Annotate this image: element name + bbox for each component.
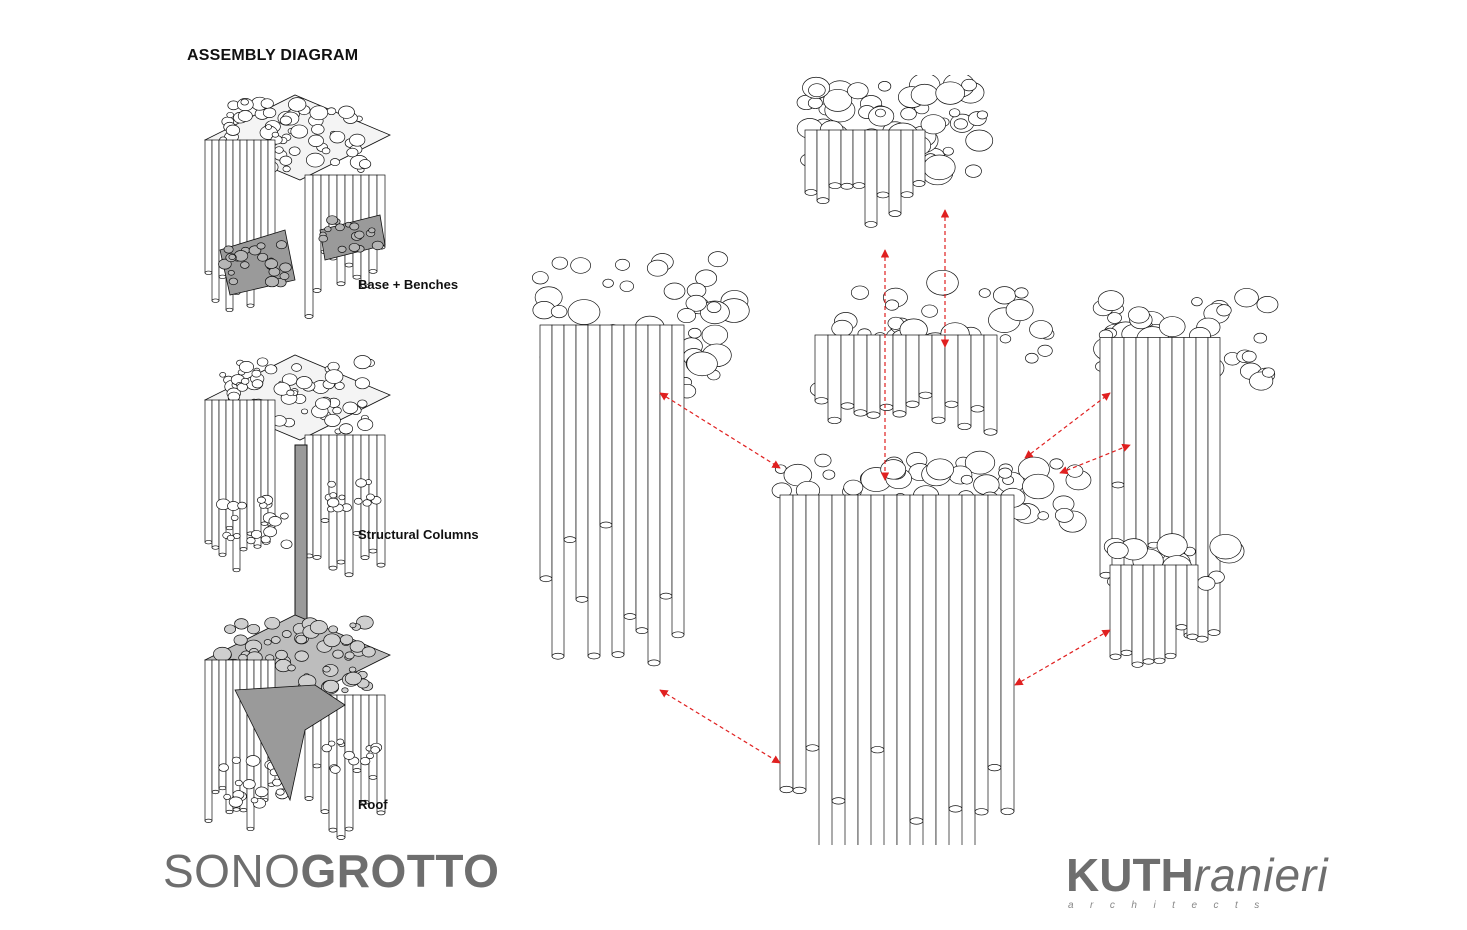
architect-logo: KUTHranieri architects <box>1066 852 1329 922</box>
assembly-steps-thumbnails <box>204 94 391 840</box>
thumbnail-roof <box>204 614 391 840</box>
diagram-heading: ASSEMBLY DIAGRAM <box>187 47 359 64</box>
thumbnail-base-benches <box>204 94 391 319</box>
grotto-modules <box>532 75 1279 845</box>
project-title-light: SONO <box>163 845 301 897</box>
logo-subtitle: architects <box>1068 900 1276 911</box>
assembly-arrows <box>659 209 1131 764</box>
logo-kuth: KUTH <box>1066 849 1194 901</box>
project-title: SONOGROTTO <box>163 848 499 894</box>
logo-wordmark: KUTHranieri <box>1066 852 1329 898</box>
thumbnail-structural-columns <box>204 354 391 621</box>
step-label-base-benches: Base + Benches <box>358 277 459 292</box>
step-label-structural-columns: Structural Columns <box>358 527 479 542</box>
logo-ranieri: ranieri <box>1193 849 1329 901</box>
project-title-bold: GROTTO <box>300 845 500 897</box>
step-label-roof: Roof <box>358 797 388 812</box>
exploded-assembly-diagram <box>532 75 1279 845</box>
